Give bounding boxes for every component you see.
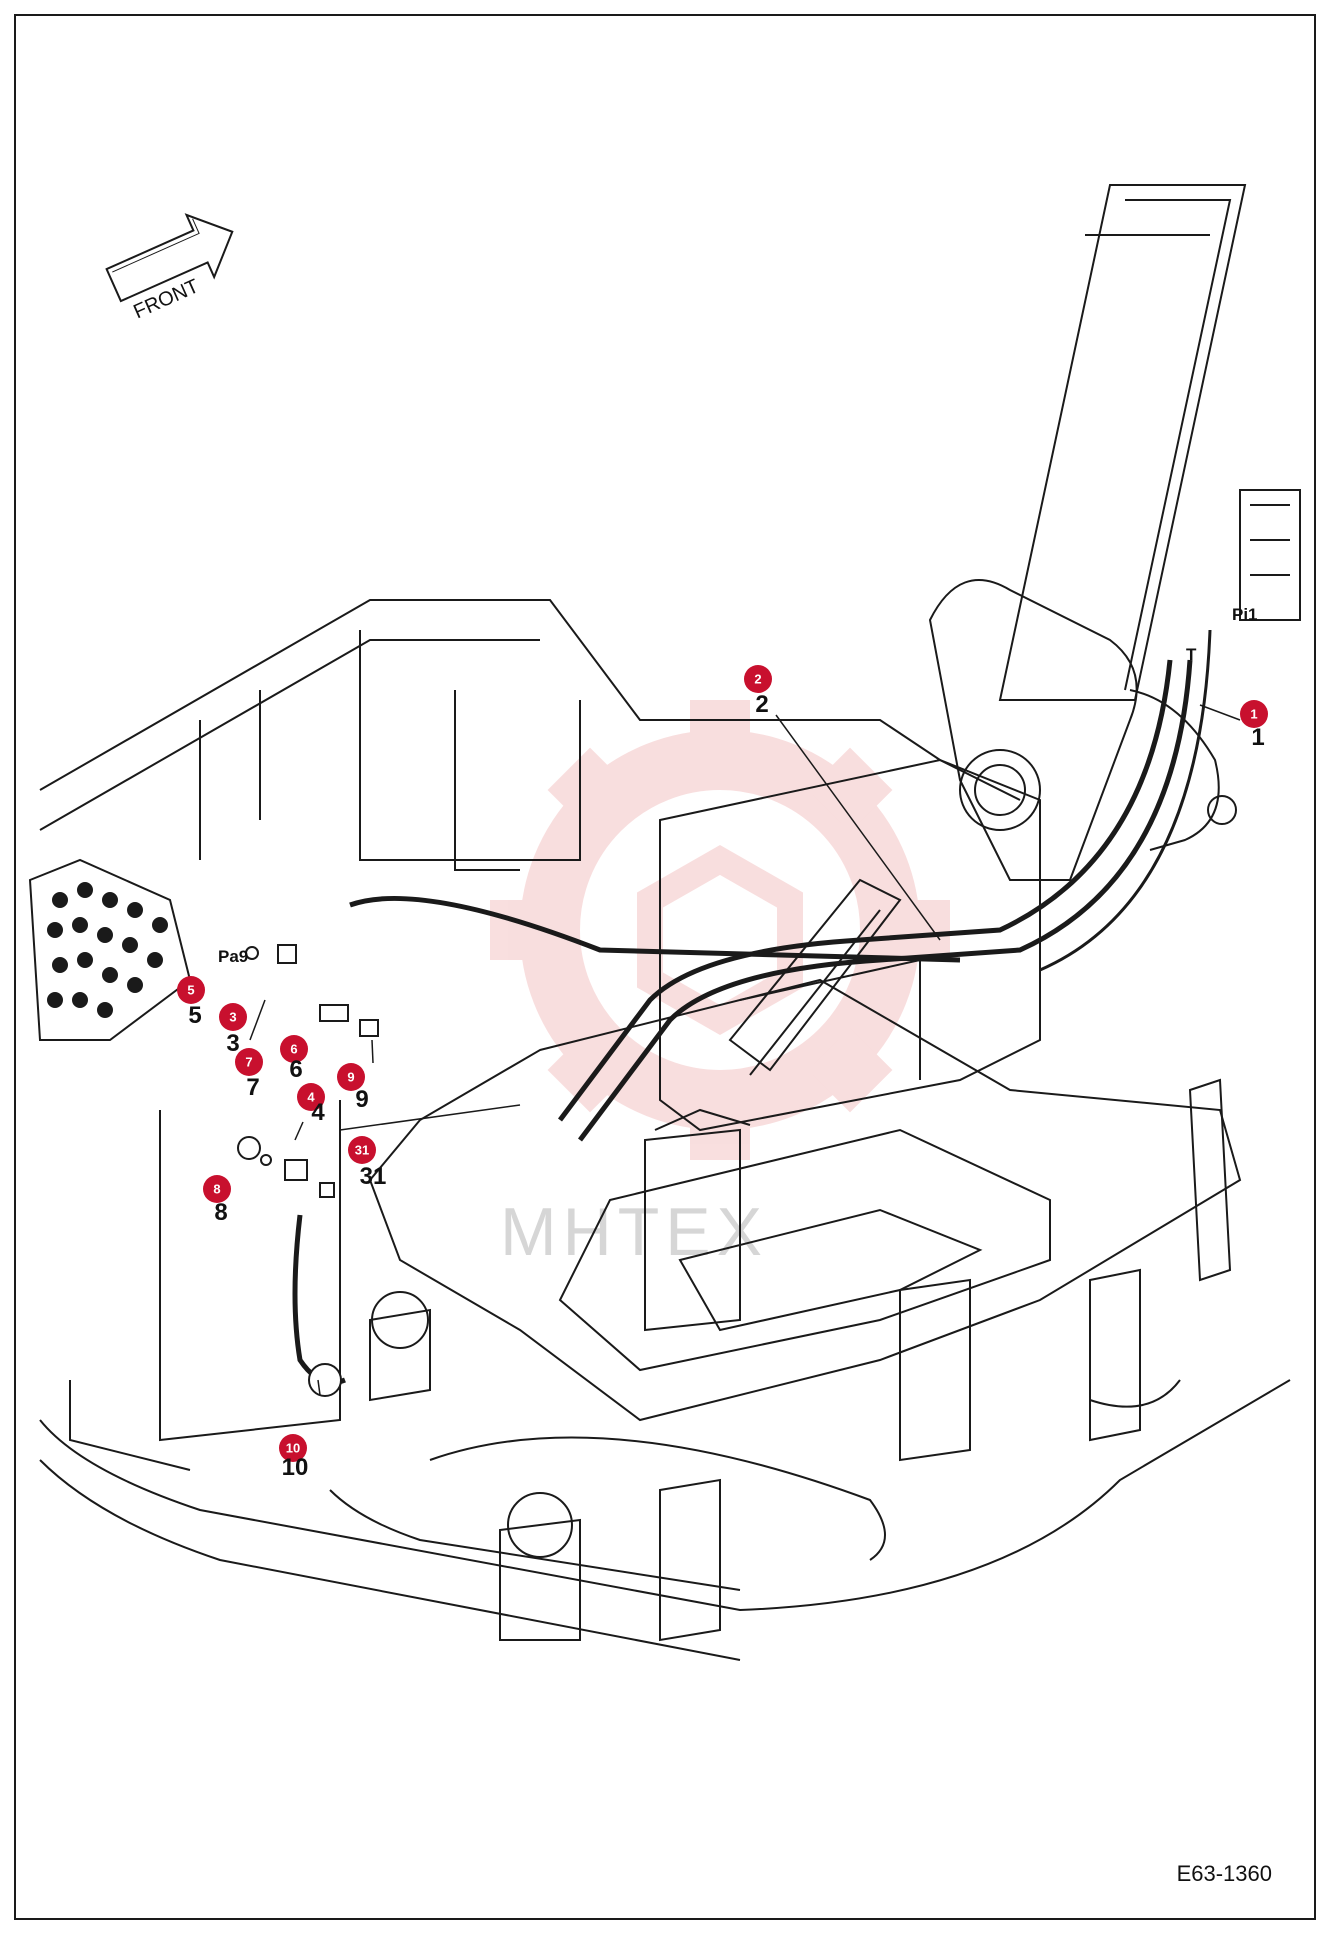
part-number-5: 5 [188, 1002, 201, 1029]
leader-lines [249, 704, 1241, 1396]
drawing-frame [14, 14, 1316, 1920]
callout-badge-7[interactable]: 7 [235, 1048, 263, 1076]
callout-badge-5[interactable]: 5 [177, 976, 205, 1004]
svg-text:8: 8 [213, 1182, 220, 1197]
part-number-3: 3 [226, 1030, 239, 1057]
callout-badge-6[interactable]: 6 [280, 1035, 308, 1063]
control-valve-icon [28, 858, 192, 1041]
part-number-4: 4 [311, 1099, 325, 1126]
svg-text:1: 1 [1250, 707, 1257, 722]
callout-badge-3[interactable]: 3 [219, 1003, 247, 1031]
machine-line-art [39, 184, 1301, 1661]
part-number-31: 31 [360, 1163, 387, 1190]
callout-badge-9[interactable]: 9 [337, 1063, 365, 1091]
callout-badge-2[interactable]: 2 [744, 665, 772, 693]
drawing-code: E63-1360 [1176, 1861, 1272, 1886]
watermark-text: MHTEX [500, 1194, 768, 1270]
part-number-10: 10 [282, 1454, 309, 1481]
svg-text:5: 5 [187, 983, 194, 998]
callout-badge-1[interactable]: 1 [1240, 700, 1268, 728]
watermark-gear-icon [490, 700, 950, 1160]
svg-text:3: 3 [229, 1010, 236, 1025]
svg-text:6: 6 [290, 1042, 297, 1057]
callout-badge-4[interactable]: 4 [297, 1083, 325, 1111]
svg-text:10: 10 [286, 1441, 300, 1456]
svg-text:7: 7 [245, 1055, 252, 1070]
svg-text:31: 31 [355, 1143, 369, 1158]
port-label-t: T [1186, 645, 1197, 664]
port-label-pi1: Pi1 [1232, 605, 1258, 624]
part-number-8: 8 [214, 1199, 227, 1226]
port-label-pa9: Pa9 [218, 947, 248, 966]
callout-badge-8[interactable]: 8 [203, 1175, 231, 1203]
svg-text:4: 4 [307, 1090, 315, 1105]
part-number-7: 7 [246, 1074, 259, 1101]
part-number-2: 2 [755, 691, 768, 718]
part-number-6: 6 [289, 1056, 302, 1083]
svg-text:9: 9 [347, 1070, 354, 1085]
part-number-9: 9 [355, 1086, 368, 1113]
svg-text:2: 2 [754, 672, 761, 687]
front-arrow-icon [105, 213, 234, 303]
fittings-icon [237, 944, 379, 1397]
part-number-1: 1 [1251, 724, 1264, 751]
callout-badge-10[interactable]: 10 [279, 1434, 307, 1462]
callout-badge-31[interactable]: 31 [348, 1136, 376, 1164]
